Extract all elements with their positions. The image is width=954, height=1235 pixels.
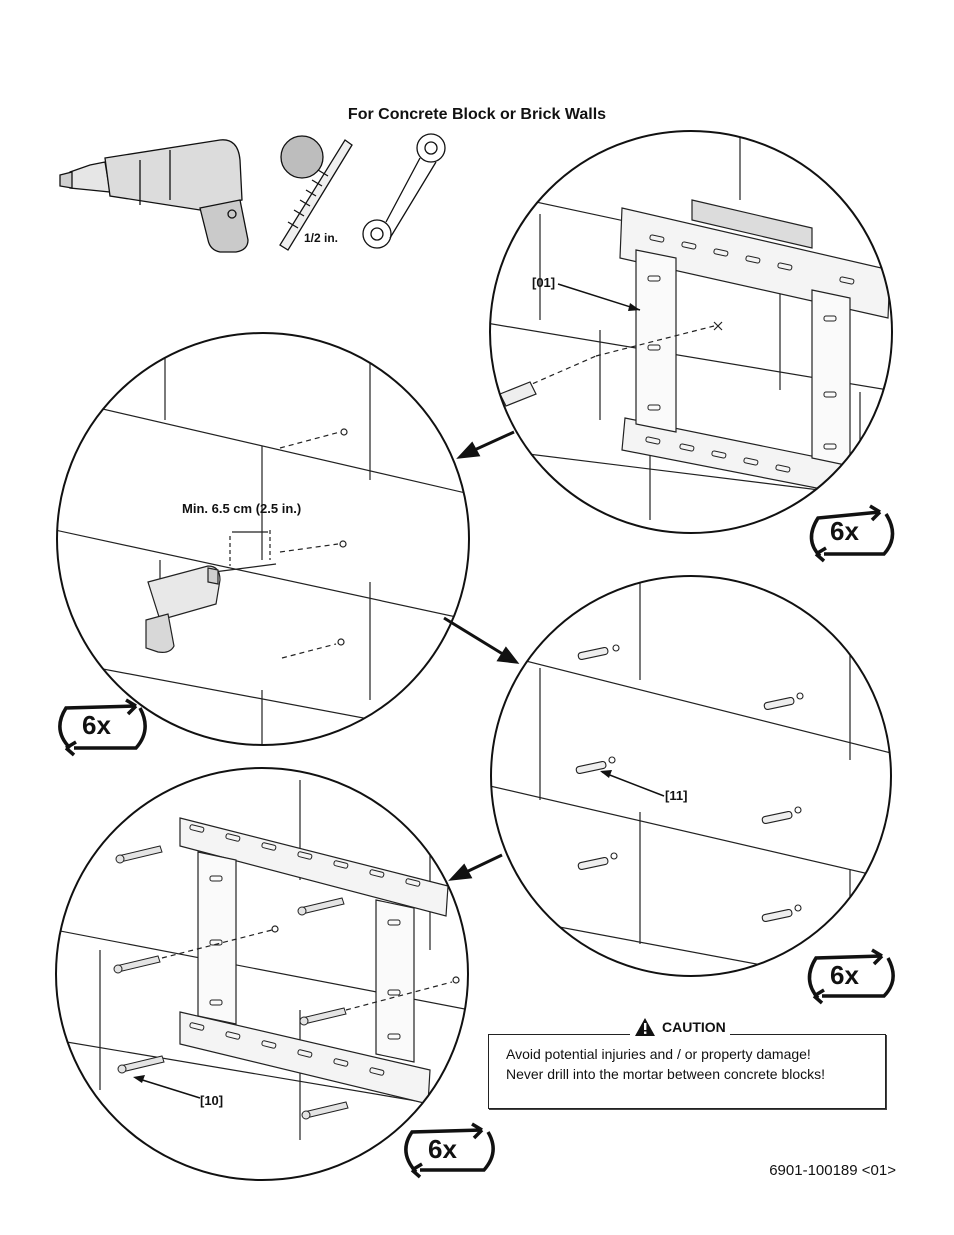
warning-triangle-icon bbox=[635, 1018, 655, 1036]
drill-bit-size-label: 1/2 in. bbox=[304, 231, 339, 245]
caution-heading: CAUTION bbox=[630, 1017, 730, 1037]
caution-heading-text: CAUTION bbox=[662, 1019, 726, 1035]
repeat-count-2: 6x bbox=[82, 710, 111, 740]
step-bracket-mark-circle bbox=[489, 130, 893, 534]
repeat-count-3: 6x bbox=[830, 960, 859, 990]
masonry-bit-icon bbox=[279, 135, 353, 251]
step-anchors-circle bbox=[490, 575, 892, 977]
min-distance-label: Min. 6.5 cm (2.5 in.) bbox=[182, 501, 302, 516]
step-drill-circle bbox=[56, 332, 470, 746]
repeat-badge-4-icon bbox=[404, 1122, 495, 1179]
wrench-icon bbox=[362, 133, 446, 249]
callout-bracket-part: [01] bbox=[532, 275, 556, 290]
repeat-badge-1-icon bbox=[809, 504, 895, 563]
caution-box bbox=[488, 1034, 886, 1109]
caution-line-2: Never drill into the mortar between conc… bbox=[506, 1066, 826, 1082]
repeat-badge-3-icon bbox=[807, 948, 895, 1005]
repeat-count-1: 6x bbox=[830, 516, 859, 546]
page-title: For Concrete Block or Brick Walls bbox=[347, 106, 607, 123]
repeat-badge-2-icon bbox=[58, 698, 147, 757]
caution-line-1: Avoid potential injuries and / or proper… bbox=[506, 1046, 811, 1062]
callout-screw-part: [10] bbox=[200, 1093, 224, 1108]
power-drill-icon bbox=[59, 139, 249, 253]
repeat-count-4: 6x bbox=[428, 1134, 457, 1164]
callout-anchor-part: [11] bbox=[665, 788, 688, 803]
step-mount-bracket-circle bbox=[55, 767, 469, 1181]
step-arrows bbox=[443, 430, 520, 881]
document-number: 6901-100189 <01> bbox=[769, 1162, 896, 1179]
